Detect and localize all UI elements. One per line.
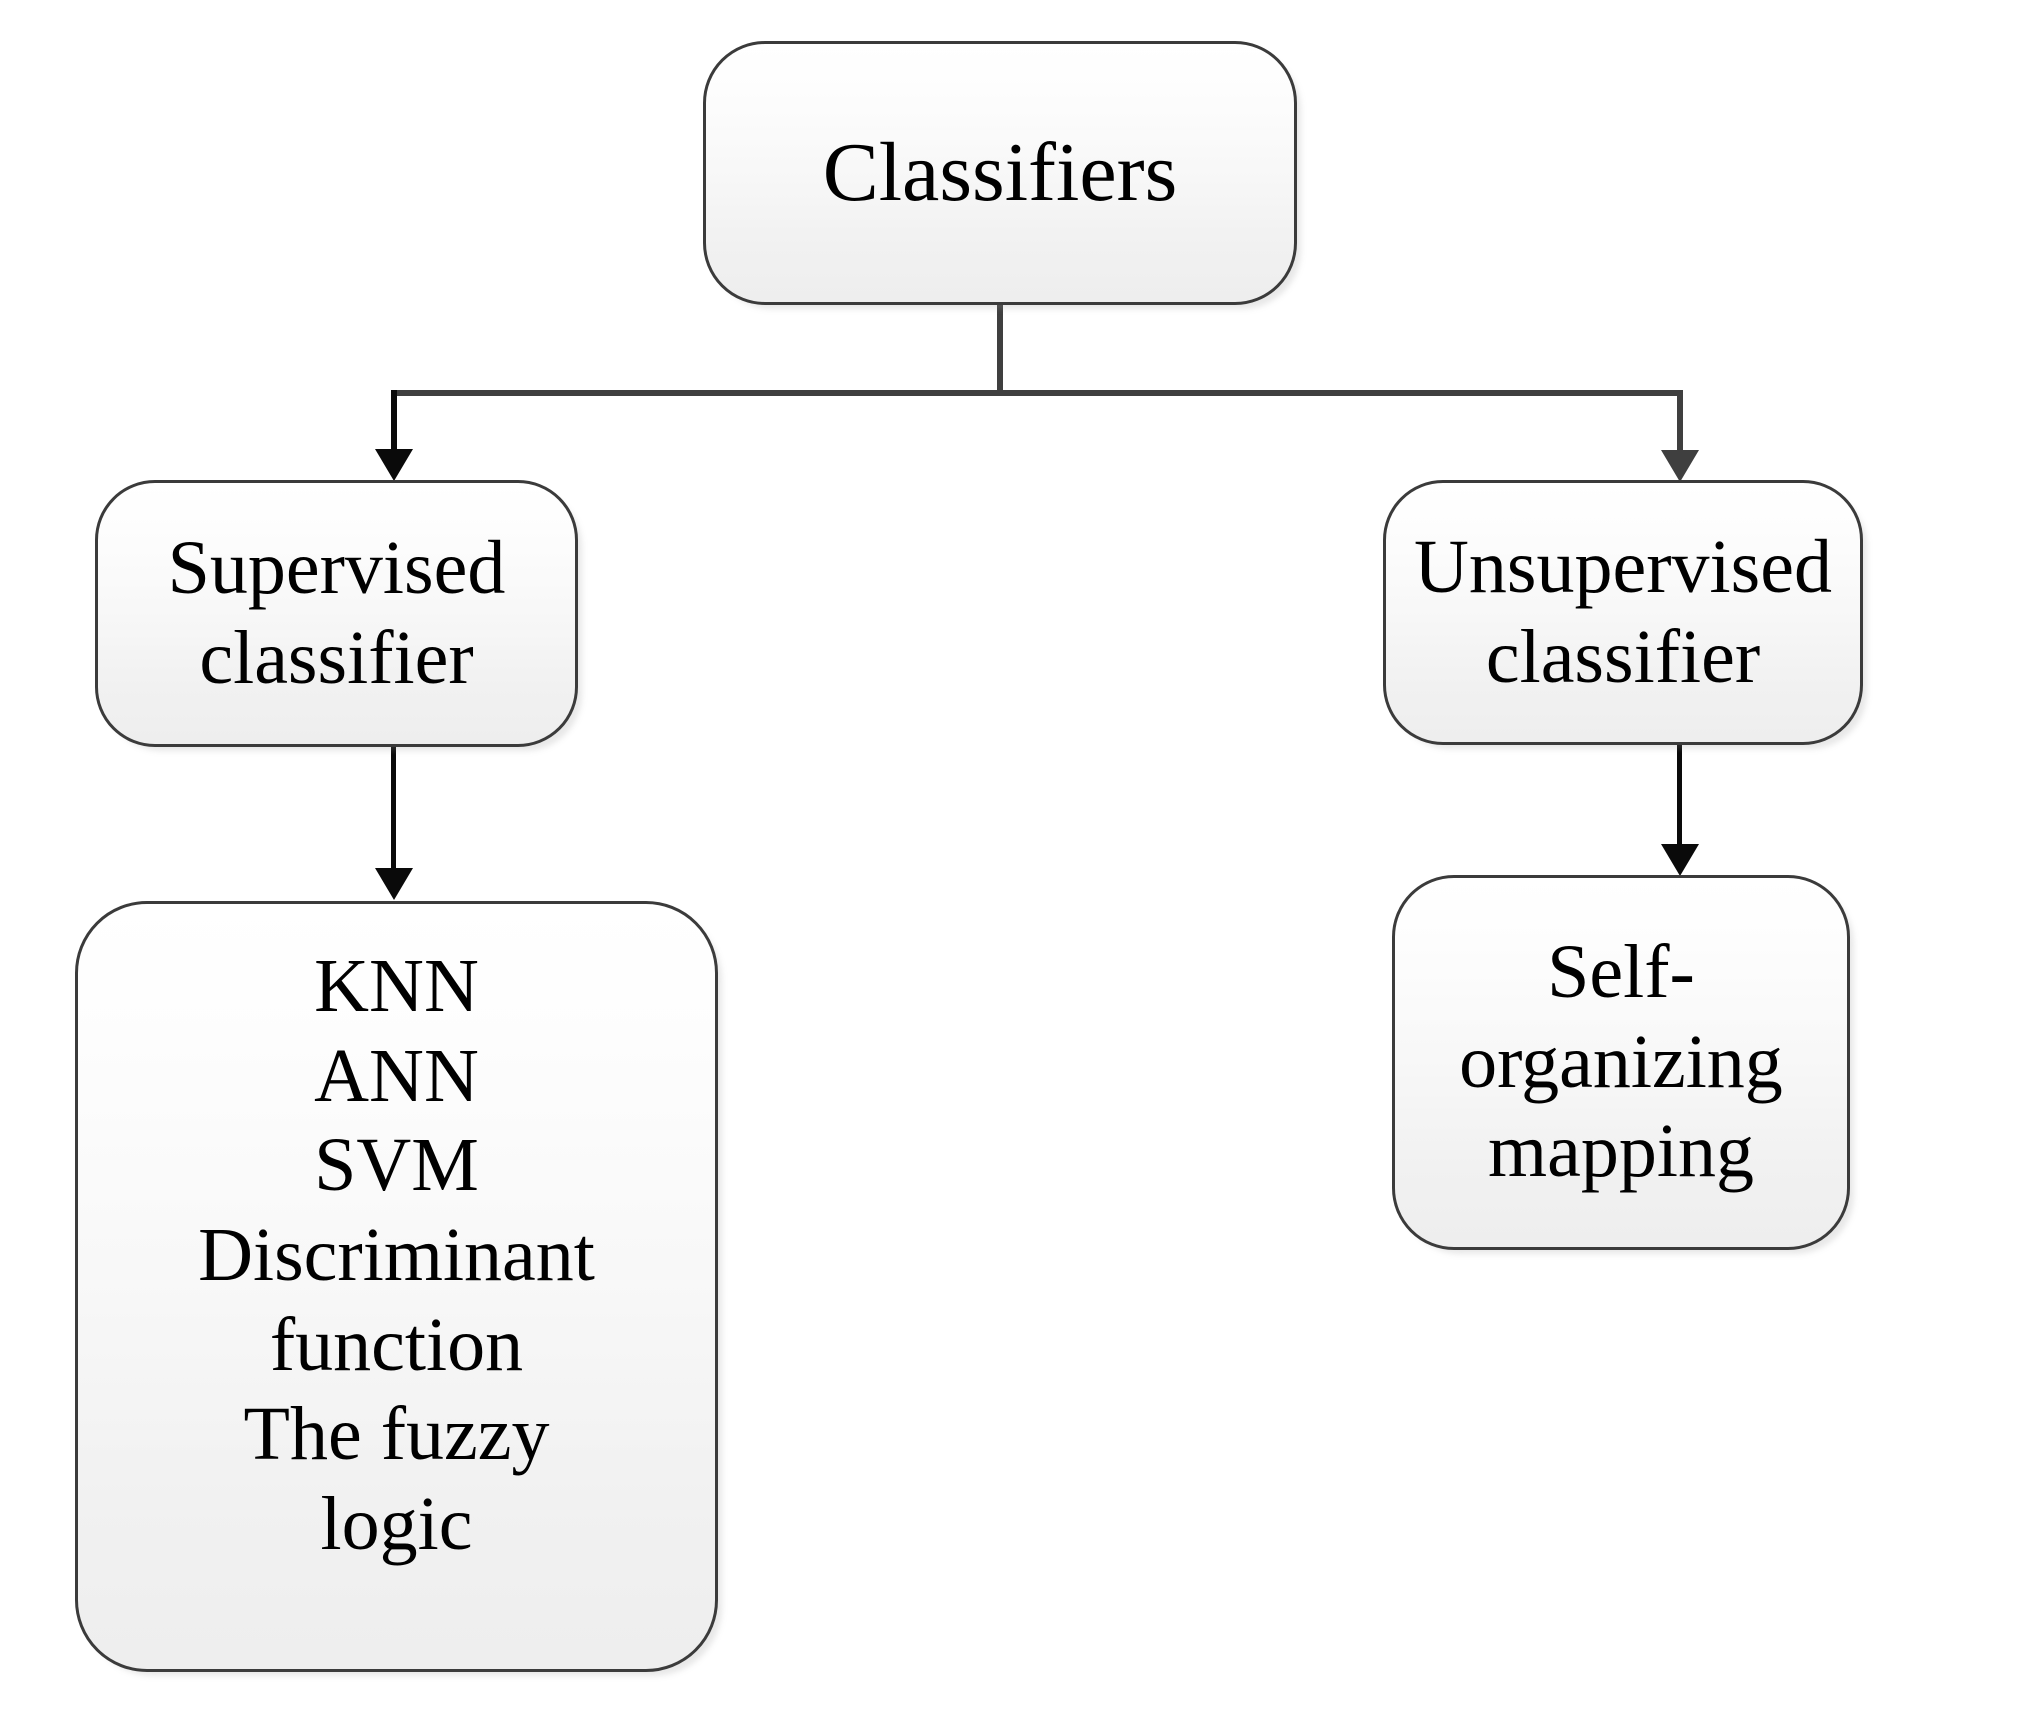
node-classifiers-label: Classifiers xyxy=(822,126,1178,220)
node-unsupervised-classifier: Unsupervised classifier xyxy=(1383,480,1863,745)
arrowhead-to-supervised-classifier xyxy=(375,449,413,481)
connector-right-branch-leg xyxy=(1677,390,1683,452)
connector-unsupervised-to-som xyxy=(1677,745,1682,845)
connector-supervised-to-methods xyxy=(391,747,396,869)
node-self-organizing-mapping: Self-organizing mapping xyxy=(1392,875,1850,1250)
node-supervised-classifier-label: Supervised classifier xyxy=(167,525,506,700)
connector-horizontal-bus xyxy=(391,390,1683,396)
arrowhead-to-unsupervised-classifier xyxy=(1661,450,1699,482)
node-supervised-methods-label: KNN ANN SVM Discriminant function The fu… xyxy=(198,944,595,1567)
connector-root-stem xyxy=(997,303,1003,396)
node-classifiers: Classifiers xyxy=(703,41,1297,305)
node-supervised-methods: KNN ANN SVM Discriminant function The fu… xyxy=(75,901,718,1672)
node-self-organizing-mapping-label: Self-organizing mapping xyxy=(1459,929,1783,1194)
arrowhead-to-self-organizing-mapping xyxy=(1661,844,1699,876)
node-supervised-classifier: Supervised classifier xyxy=(95,480,578,747)
connector-left-branch-leg xyxy=(391,390,397,452)
arrowhead-to-supervised-methods xyxy=(375,868,413,900)
node-unsupervised-classifier-label: Unsupervised classifier xyxy=(1414,524,1832,699)
